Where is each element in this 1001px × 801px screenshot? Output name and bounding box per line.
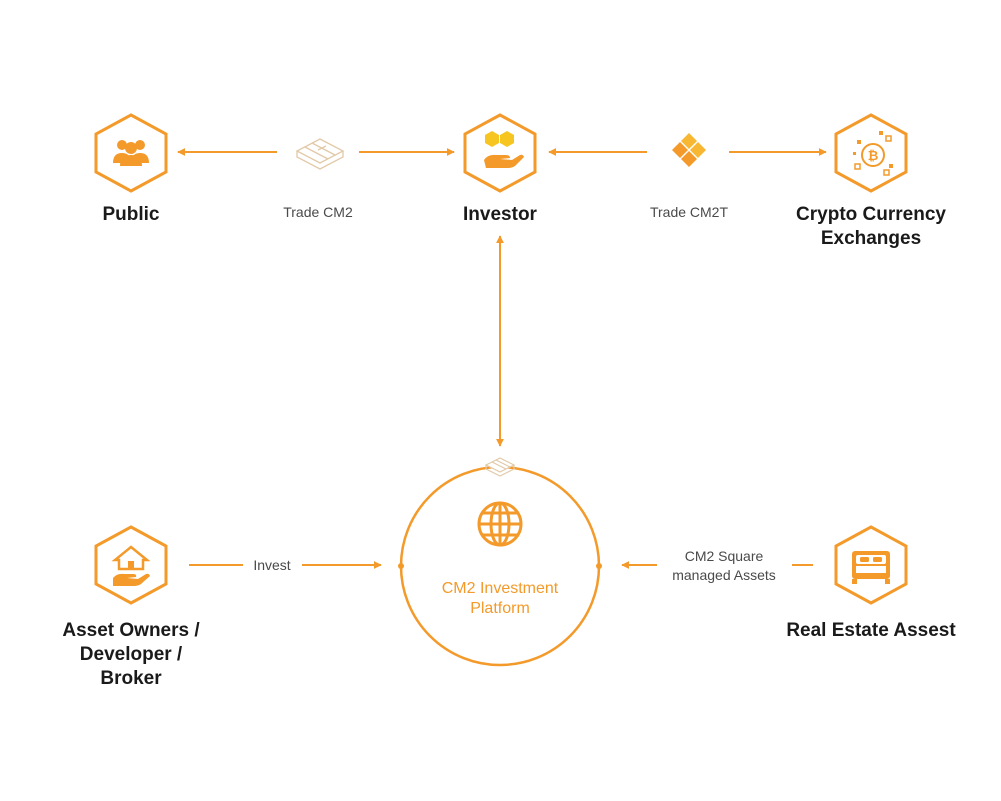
cm2-block-logo	[484, 457, 516, 477]
house-hand-icon	[111, 545, 151, 586]
platform-circle	[399, 465, 601, 667]
exchanges-label-line2: Exchanges	[821, 228, 921, 249]
platform-label-line1: CM2 Investment	[442, 580, 559, 597]
exchanges-node: ₿ Crypto Currency Exchanges	[796, 113, 946, 249]
trade-cm2-label: Trade CM2	[283, 204, 353, 220]
investor-label: Investor	[463, 204, 538, 225]
real-estate-label: Real Estate Assest	[786, 620, 956, 641]
globe-icon	[477, 501, 523, 547]
trade-cm2t-label: Trade CM2T	[650, 204, 729, 220]
platform-right-dot	[596, 563, 602, 569]
managed-label-line2: managed Assets	[672, 567, 776, 583]
hand-cubes-icon	[484, 131, 524, 168]
asset-owners-label-line3: Broker	[100, 668, 162, 689]
bed-icon	[852, 551, 890, 584]
asset-owners-node: Asset Owners / Developer / Broker	[62, 525, 200, 689]
asset-owners-label-line1: Asset Owners /	[62, 620, 200, 641]
people-icon	[113, 140, 149, 166]
investor-hexagon	[463, 113, 537, 193]
cm2-token-icon	[295, 138, 345, 170]
platform-node: CM2 Investment Platform	[398, 457, 602, 667]
svg-text:₿: ₿	[868, 148, 879, 163]
platform-label-line2: Platform	[470, 600, 530, 617]
edge-public-investor: Trade CM2	[177, 138, 455, 220]
public-label: Public	[102, 204, 159, 225]
investor-node: Investor	[463, 113, 538, 225]
public-node: Public	[94, 113, 168, 225]
real-estate-node: Real Estate Assest	[786, 525, 956, 641]
edge-managed-assets: CM2 Square managed Assets	[621, 548, 813, 583]
managed-label-line1: CM2 Square	[685, 548, 764, 564]
edge-invest: Invest	[189, 557, 382, 573]
bitcoin-coin-icon: ₿	[853, 131, 893, 176]
invest-label: Invest	[253, 557, 290, 573]
edge-investor-exchanges: Trade CM2T	[548, 133, 827, 220]
asset-owners-label-line2: Developer /	[80, 644, 183, 665]
cm2t-token-icon	[672, 133, 706, 167]
exchanges-label-line1: Crypto Currency	[796, 204, 946, 225]
platform-left-dot	[398, 563, 404, 569]
